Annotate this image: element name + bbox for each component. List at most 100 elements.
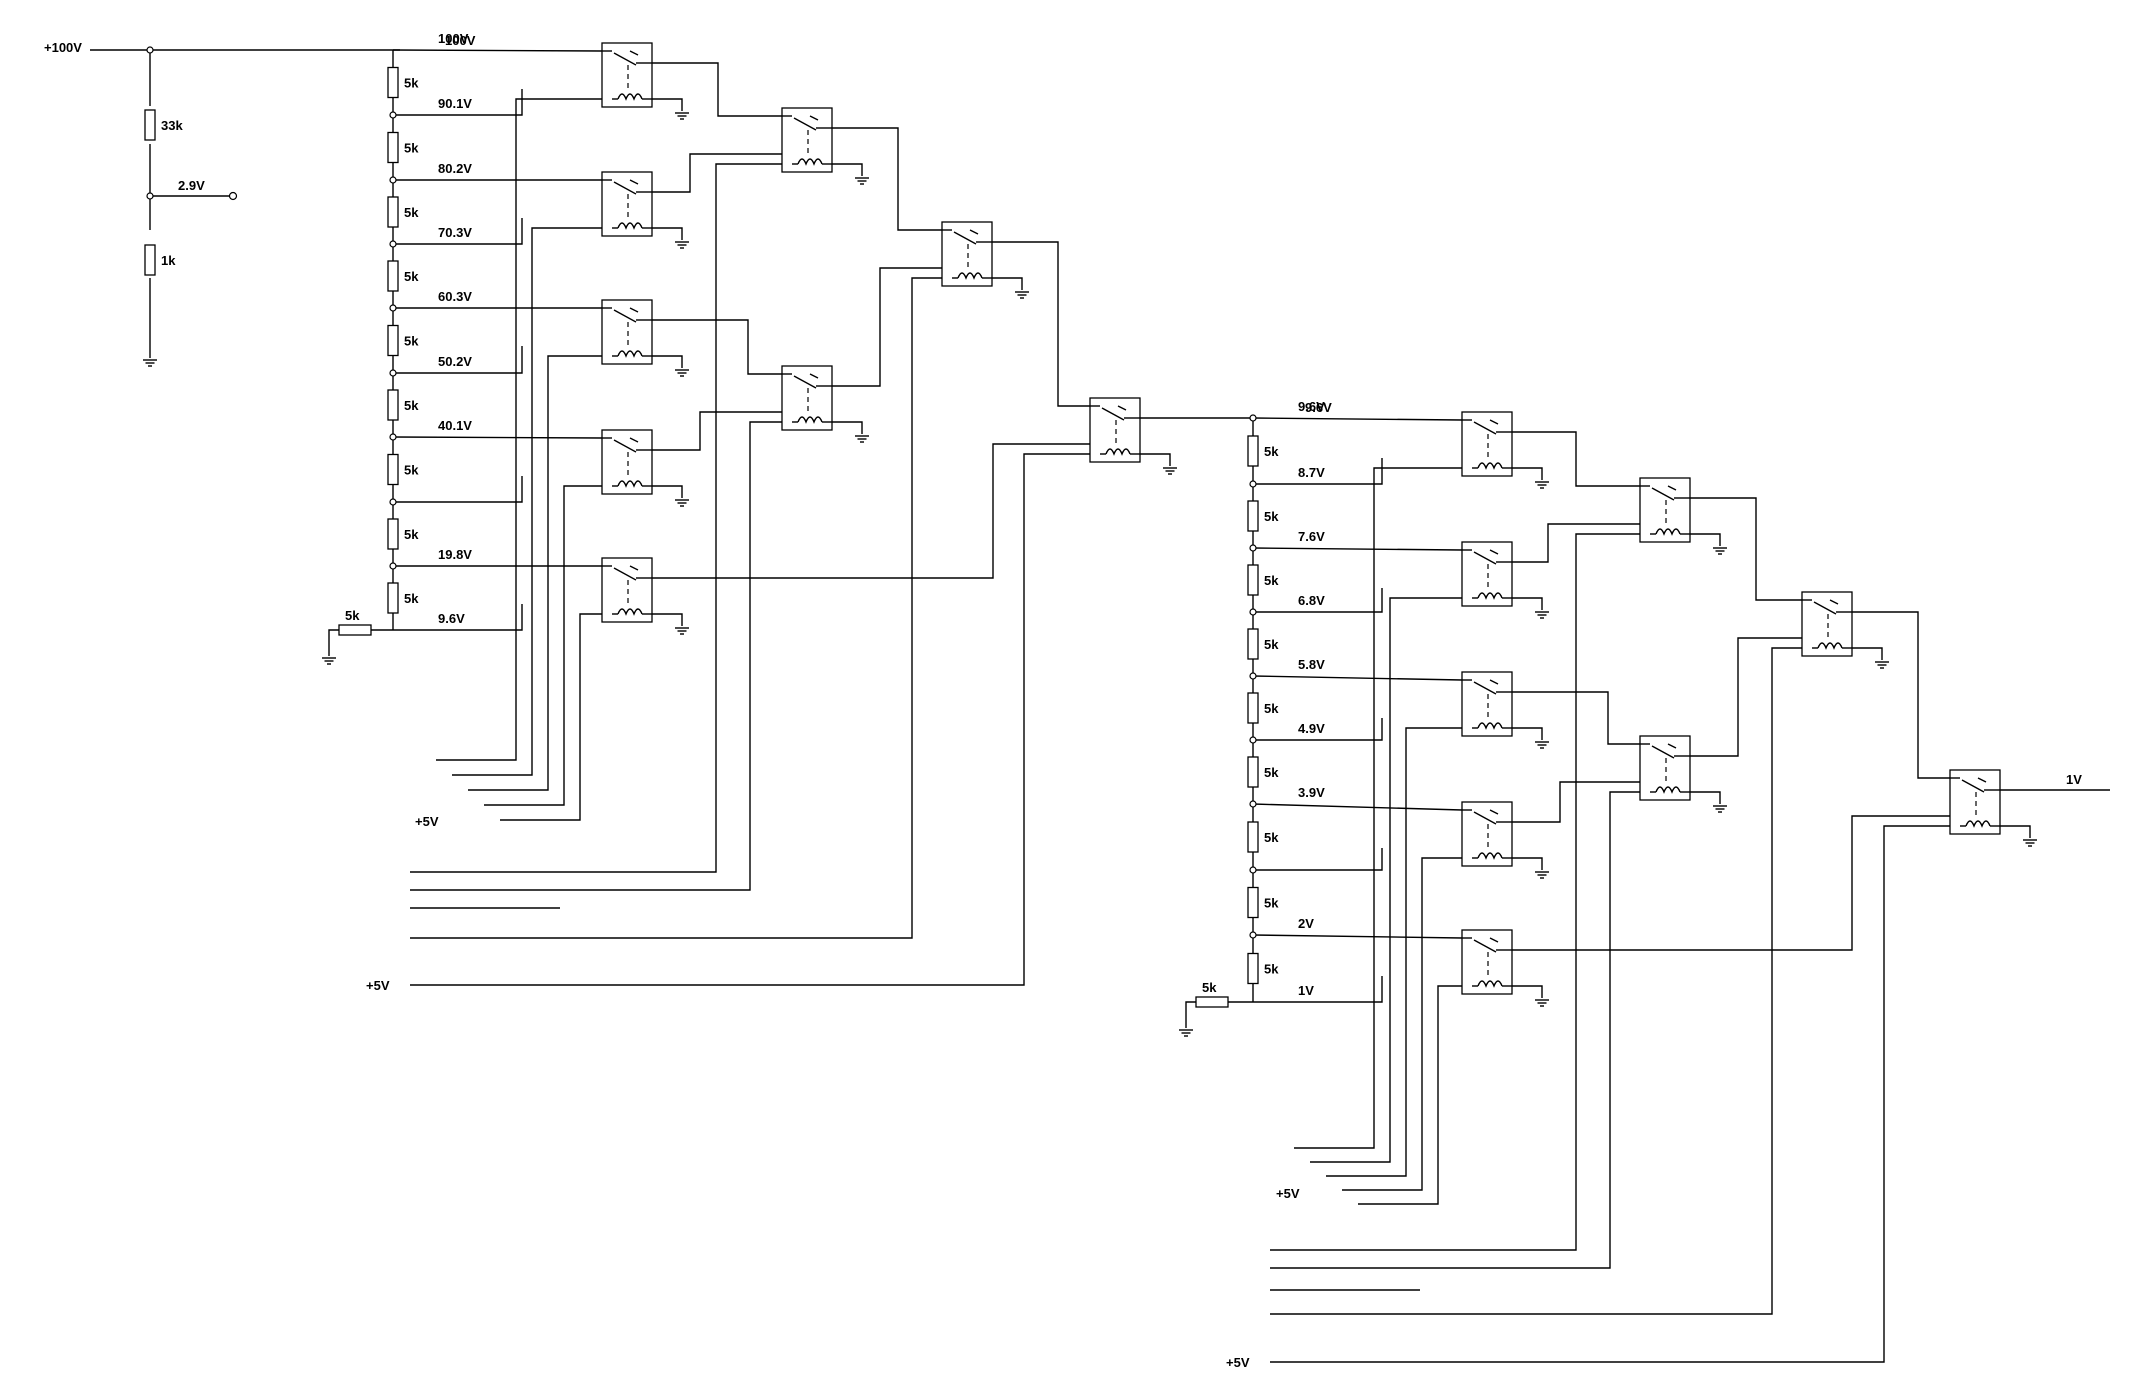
terminal-icon	[228, 191, 238, 201]
wire	[392, 436, 603, 439]
junction-dot	[389, 498, 397, 506]
wire	[1270, 825, 1950, 1363]
resistor-label: 5k	[404, 141, 419, 156]
resistor-icon	[1247, 756, 1259, 788]
junction-dot	[1249, 608, 1257, 616]
resistor-label: 33k	[161, 118, 183, 133]
resistor-icon	[387, 260, 399, 292]
relay-icon	[601, 299, 653, 365]
ground-icon	[675, 112, 689, 120]
relay-icon	[1949, 769, 2001, 835]
junction-dot	[389, 240, 397, 248]
tap-label: 1V	[1298, 983, 1314, 998]
resistor-label: 5k	[404, 591, 419, 606]
ground-icon	[1713, 805, 1727, 813]
ground-icon	[855, 435, 869, 443]
relay-icon	[1461, 929, 1513, 995]
junction-dot	[1249, 931, 1257, 939]
resistor-icon	[1195, 996, 1229, 1008]
tap-label: 40.1V	[438, 418, 472, 433]
resistor-icon	[1247, 952, 1259, 985]
wire	[1253, 718, 1383, 741]
wire	[652, 227, 683, 240]
resistor-icon	[387, 453, 399, 486]
wire	[992, 277, 1023, 290]
relay-icon	[601, 171, 653, 237]
ground-icon	[1535, 999, 1549, 1007]
wire	[832, 127, 942, 231]
relay-icon	[941, 221, 993, 287]
wire	[832, 163, 863, 176]
junction-dot	[1249, 866, 1257, 874]
wire	[1294, 467, 1462, 1149]
wire	[1252, 934, 1463, 939]
tap-label: 80.2V	[438, 161, 472, 176]
relay-icon	[781, 107, 833, 173]
wire	[1852, 647, 1883, 660]
output-label: 1V	[2066, 772, 2082, 787]
wire	[1270, 533, 1640, 1251]
wire	[1512, 597, 1543, 610]
wire	[1512, 691, 1640, 745]
junction-dot	[1249, 800, 1257, 808]
resistor-label: 5k	[1264, 830, 1279, 845]
resistor-label: 5k	[1264, 765, 1279, 780]
tap-label: 7.6V	[1298, 529, 1325, 544]
wire	[393, 218, 523, 245]
wire	[652, 153, 782, 193]
junction-dot	[389, 369, 397, 377]
resistor-label: 5k	[404, 269, 419, 284]
resistor-label: 5k	[1264, 896, 1279, 911]
wire	[1690, 637, 1802, 757]
resistor-icon	[387, 389, 399, 421]
tap-label: 50.2V	[438, 354, 472, 369]
ground-icon	[1015, 291, 1029, 299]
tap-label: 90.1V	[438, 96, 472, 111]
junction-dot	[1249, 414, 1257, 422]
junction-dot	[389, 111, 397, 119]
junction-dot	[389, 304, 397, 312]
wire	[652, 411, 782, 451]
resistor-label: 5k	[1264, 509, 1279, 524]
wire	[1185, 1001, 1196, 1028]
supply-label: +100V	[44, 40, 82, 55]
wire	[393, 346, 523, 374]
resistor-icon	[1247, 692, 1259, 724]
ctrl-supply-label: +5V	[1226, 1355, 1250, 1370]
ground-icon	[143, 359, 157, 367]
wire	[452, 227, 602, 776]
wire	[1253, 848, 1383, 871]
junction-dot	[146, 192, 154, 200]
wire	[652, 613, 683, 626]
wire	[393, 89, 523, 116]
tap-label: 70.3V	[438, 225, 472, 240]
resistor-icon	[387, 196, 399, 228]
ground-icon	[675, 369, 689, 377]
wire	[393, 476, 523, 503]
tap-label: 3.9V	[1298, 785, 1325, 800]
tap-label: 9.6V	[1305, 400, 1332, 415]
resistor-label: 5k	[404, 334, 419, 349]
relay-icon	[1639, 477, 1691, 543]
resistor-icon	[1247, 564, 1259, 596]
ground-icon	[1713, 547, 1727, 555]
ctrl-supply-label: +5V	[1276, 1186, 1300, 1201]
junction-dot	[389, 176, 397, 184]
resistor-label: 5k	[1202, 980, 1217, 995]
ctrl-supply-label: +5V	[366, 978, 390, 993]
ground-icon	[855, 177, 869, 185]
relay-icon	[1461, 411, 1513, 477]
relay-icon	[601, 557, 653, 623]
resistor-label: 5k	[404, 527, 419, 542]
wire	[1326, 727, 1462, 1177]
tap-label: 6.8V	[1298, 593, 1325, 608]
ground-icon	[1535, 871, 1549, 879]
wire	[1512, 781, 1640, 823]
wire	[2000, 825, 2031, 838]
relay-icon	[1801, 591, 1853, 657]
wire	[484, 485, 602, 806]
resistor-label: 5k	[404, 76, 419, 91]
resistor-label: 5k	[1264, 701, 1279, 716]
wire	[500, 613, 602, 821]
